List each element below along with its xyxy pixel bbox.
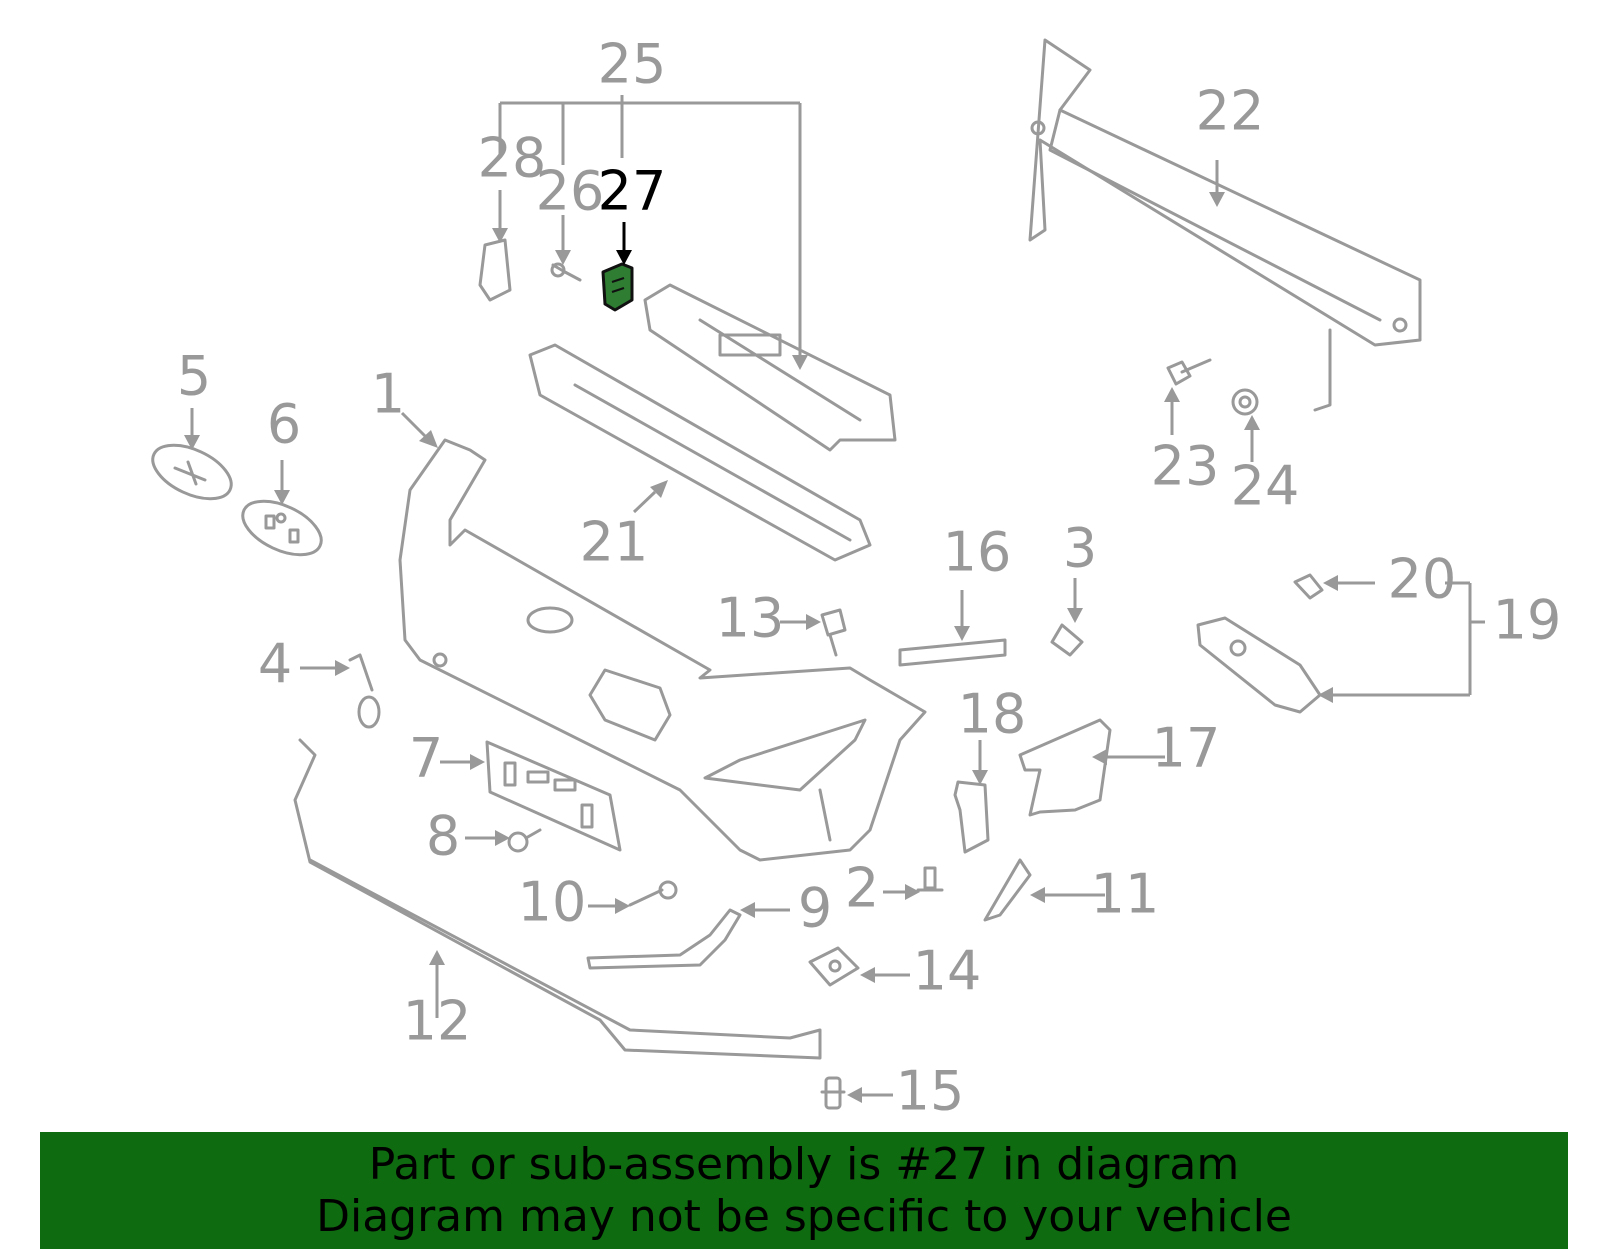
callout-9: 9	[798, 877, 832, 940]
part-23-bolt	[1166, 358, 1212, 386]
callout-24: 24	[1231, 455, 1300, 518]
part-9-trim	[586, 908, 742, 970]
leaders	[184, 95, 1485, 1103]
parts-diagram: 25 28 26 27 22 1 5 6 21 23 24 13 16 3 20…	[151, 33, 1562, 1123]
callout-11: 11	[1091, 863, 1160, 926]
info-banner: Part or sub-assembly is #27 in diagram D…	[40, 1132, 1568, 1249]
banner-line-1: Part or sub-assembly is #27 in diagram	[368, 1138, 1240, 1190]
part-14-clip-nut	[808, 946, 860, 987]
part-2-screw	[916, 866, 944, 892]
part-18-bracket	[953, 780, 990, 854]
callout-3: 3	[1063, 517, 1097, 580]
part-28-bracket	[478, 238, 512, 302]
callout-28: 28	[478, 127, 547, 190]
part-25-energy-absorber	[643, 283, 897, 452]
callout-16: 16	[943, 521, 1012, 584]
callout-10: 10	[518, 871, 587, 934]
part-10-screw	[628, 880, 678, 907]
callout-18: 18	[958, 683, 1027, 746]
callout-27: 27	[598, 160, 667, 223]
callout-25: 25	[598, 33, 667, 96]
part-4-cover	[348, 653, 381, 729]
part-1-bumper-cover	[398, 438, 927, 862]
part-27-highlighted	[601, 262, 634, 312]
callout-7: 7	[409, 727, 443, 790]
part-19-duct	[1196, 616, 1322, 714]
part-20-fastener	[1293, 573, 1324, 600]
part-13-bolt	[820, 608, 847, 657]
callout-20: 20	[1388, 548, 1457, 611]
callout-8: 8	[426, 805, 460, 868]
part-12-lower-lip	[293, 738, 822, 1060]
part-24-nut	[1231, 388, 1259, 416]
part-15-pin	[820, 1076, 846, 1110]
part-8-fastener	[507, 828, 542, 853]
part-17-bracket	[1018, 718, 1112, 817]
callout-17: 17	[1152, 717, 1221, 780]
callout-6: 6	[267, 393, 301, 456]
banner-line-2: Diagram may not be specific to your vehi…	[316, 1190, 1292, 1242]
part-6-emblem	[241, 499, 323, 557]
part-5-emblem	[151, 443, 233, 501]
part-22-bumper-reinforcement	[1028, 38, 1422, 412]
callout-labels: 25 28 26 27 22 1 5 6 21 23 24 13 16 3 20…	[177, 33, 1562, 1123]
callout-2: 2	[845, 857, 879, 920]
callout-13: 13	[716, 587, 785, 650]
callout-26: 26	[536, 160, 605, 223]
callout-4: 4	[258, 633, 292, 696]
callout-12: 12	[403, 990, 472, 1053]
callout-15: 15	[896, 1060, 965, 1123]
part-7-license-plate-bracket	[485, 740, 622, 852]
part-3-clip	[1050, 623, 1084, 657]
callout-19: 19	[1493, 589, 1562, 652]
part-11-bracket	[983, 858, 1032, 922]
callout-1: 1	[371, 363, 405, 426]
callout-22: 22	[1196, 80, 1265, 143]
callout-14: 14	[913, 940, 982, 1003]
callout-23: 23	[1151, 435, 1220, 498]
part-26-clip	[550, 262, 582, 282]
callout-5: 5	[177, 345, 211, 408]
callout-21: 21	[580, 511, 649, 574]
part-16-strip	[898, 638, 1007, 667]
part-21-lower-absorber	[528, 343, 872, 562]
